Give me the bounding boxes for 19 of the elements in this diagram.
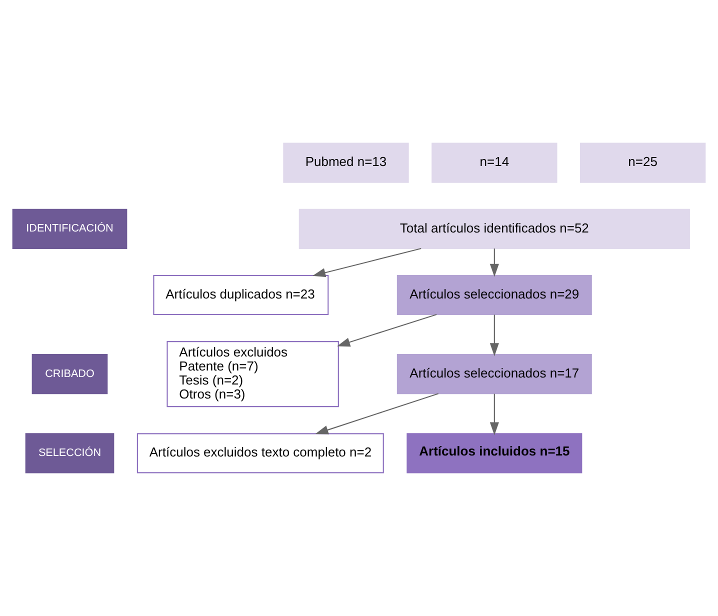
node-box: Pubmed n=13 xyxy=(283,142,409,183)
node-box: SELECCIÓN xyxy=(25,433,114,474)
arrow xyxy=(490,314,499,356)
node-box: Artículos excluidos Patente (n=7) Tesis (n=2) Otros (n=3) xyxy=(166,341,339,408)
arrow xyxy=(337,314,437,347)
node-box: IDENTIFICACIÓN xyxy=(12,208,128,249)
arrow xyxy=(490,394,499,436)
node-box: n=14 xyxy=(432,142,558,183)
node-box: Artículos seleccionados n=17 xyxy=(396,354,592,394)
node-box: n=25 xyxy=(580,142,706,183)
arrow xyxy=(490,248,499,277)
node-box: Total artículos identificados n=52 xyxy=(298,208,690,249)
node-box: Artículos seleccionados n=29 xyxy=(396,274,592,316)
node-box: Artículos duplicados n=23 xyxy=(153,274,329,316)
arrow xyxy=(312,248,422,278)
node-box: CRIBADO xyxy=(32,354,108,394)
node-box: Artículos incluidos n=15 xyxy=(406,433,582,474)
node-box: Artículos excluidos texto completo n=2 xyxy=(136,433,384,474)
arrow xyxy=(315,393,439,434)
